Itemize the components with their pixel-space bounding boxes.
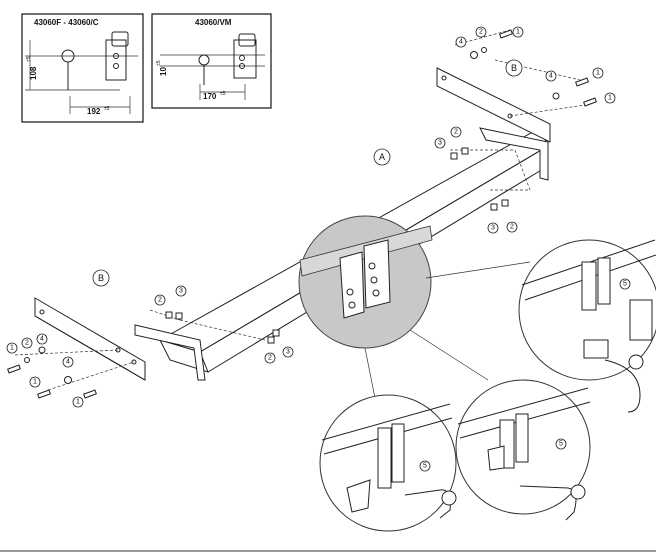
inset-left-dim-h-tol: ±5	[104, 106, 110, 112]
svg-text:1: 1	[33, 379, 37, 386]
callout-washer-small: 2	[21, 337, 33, 349]
svg-text:5: 5	[559, 441, 563, 448]
callout-washer-small: 2	[475, 26, 487, 38]
svg-text:4: 4	[459, 39, 463, 46]
inset-left-dim-v: 108	[29, 66, 38, 80]
svg-text:3: 3	[179, 288, 183, 295]
side-bracket-b-right	[436, 67, 551, 143]
inset-left-dim-h: 192	[87, 107, 101, 116]
svg-text:4: 4	[40, 336, 44, 343]
inset-left-title: 43060F - 43060/C	[34, 18, 99, 27]
label-b-right: B	[505, 59, 523, 77]
detail-circle-2	[319, 394, 457, 532]
callout-washer-large: 4	[455, 36, 467, 48]
callout-nut: 3	[282, 346, 294, 358]
callout-washer-large: 4	[62, 356, 74, 368]
svg-text:4: 4	[66, 359, 70, 366]
svg-text:3: 3	[286, 349, 290, 356]
callout-washer-small: 2	[154, 294, 166, 306]
callout-towball: 5	[619, 278, 631, 290]
callout-bolt: 1	[29, 376, 41, 388]
callout-washer-small: 2	[506, 221, 518, 233]
svg-text:B: B	[98, 273, 104, 283]
svg-text:5: 5	[423, 463, 427, 470]
svg-text:3: 3	[491, 225, 495, 232]
label-b-left: B	[92, 269, 110, 287]
callout-washer-small: 2	[264, 352, 276, 364]
magnifier-detail	[298, 215, 433, 349]
callout-towball: 5	[419, 460, 431, 472]
callout-towball: 5	[555, 438, 567, 450]
svg-text:1: 1	[76, 399, 80, 406]
callout-bolt: 1	[592, 67, 604, 79]
inset-right-title: 43060/VM	[195, 18, 232, 27]
callout-washer-small: 2	[450, 126, 462, 138]
inset-right-dim-h-tol: ±5	[220, 91, 226, 97]
svg-text:2: 2	[158, 297, 162, 304]
callout-bolt: 1	[6, 342, 18, 354]
svg-text:2: 2	[268, 355, 272, 362]
callout-bolt: 1	[512, 26, 524, 38]
svg-text:4: 4	[549, 73, 553, 80]
callout-bolt: 1	[72, 396, 84, 408]
svg-text:1: 1	[596, 70, 600, 77]
svg-text:A: A	[379, 152, 385, 162]
inset-right-dim-v: 10	[159, 67, 168, 76]
svg-text:1: 1	[516, 29, 520, 36]
svg-text:2: 2	[479, 29, 483, 36]
svg-text:2: 2	[510, 224, 514, 231]
inset-left-dim-v-tol: ±5	[26, 56, 32, 62]
label-a: A	[373, 148, 391, 166]
svg-text:5: 5	[623, 281, 627, 288]
svg-text:3: 3	[438, 140, 442, 147]
side-bracket-b-left	[34, 297, 146, 381]
callout-nut: 3	[434, 137, 446, 149]
inset-43060vm: 43060/VM 170 ±5 10 ±5	[151, 13, 272, 109]
svg-text:2: 2	[454, 129, 458, 136]
callout-nut: 3	[175, 285, 187, 297]
detail-circle-1	[518, 239, 656, 413]
svg-text:2: 2	[25, 340, 29, 347]
callout-nut: 3	[487, 222, 499, 234]
assembly-lines	[14, 29, 586, 391]
callout-bolt: 1	[604, 92, 616, 104]
detail-circle-3	[455, 379, 591, 521]
callout-washer-large: 4	[545, 70, 557, 82]
svg-text:B: B	[511, 63, 517, 73]
inset-right-dim-v-tol: ±5	[156, 60, 162, 66]
hardware-drawings	[7, 29, 597, 399]
inset-right-dim-h: 170	[203, 92, 217, 101]
svg-text:1: 1	[608, 95, 612, 102]
callout-washer-large: 4	[36, 333, 48, 345]
inset-43060f: 43060F - 43060/C 192 ±5 108 ±5	[21, 13, 144, 123]
svg-text:1: 1	[10, 345, 14, 352]
